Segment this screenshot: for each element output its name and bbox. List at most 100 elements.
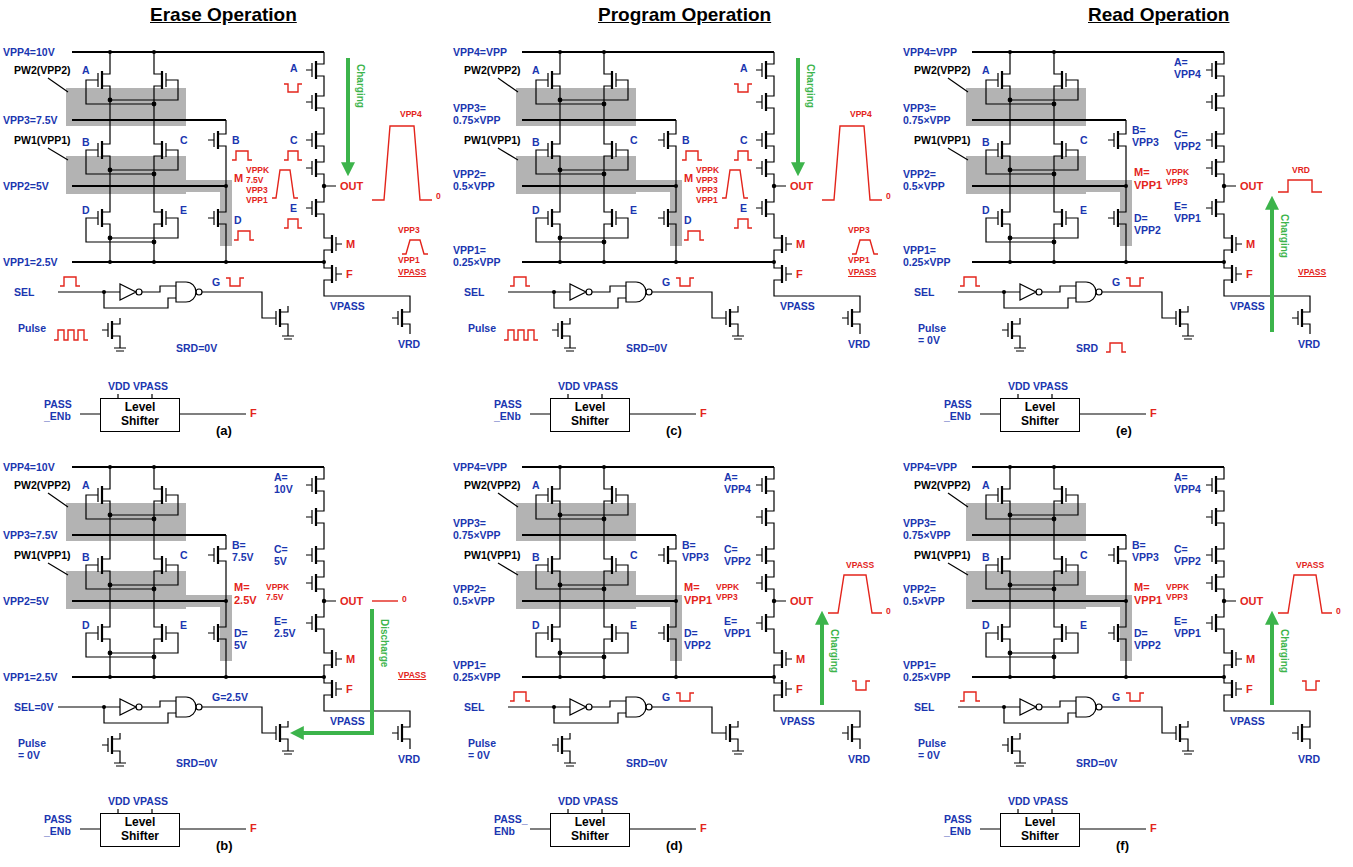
level-label: VPPK: [266, 583, 289, 593]
node-label: VPP4=VPP: [903, 46, 957, 58]
level-label: VPP3: [696, 176, 718, 186]
well-label: PW2(VPP2): [914, 479, 971, 491]
node-label: SEL: [464, 286, 484, 298]
node-label: VPP3= 0.75×VPP: [453, 517, 501, 541]
node-label: E= VPP1: [1174, 615, 1201, 639]
node-label: PASS_ ENb: [494, 813, 528, 837]
well-label: PW1(VPP1): [464, 549, 521, 561]
node-label: B= VPP3: [1132, 124, 1159, 148]
node-label: SRD=0V: [176, 342, 217, 354]
signal-label: M: [1246, 653, 1255, 666]
node-label: PASS _ENb: [944, 813, 972, 837]
box-text: Level Shifter: [121, 401, 159, 429]
level-label: VPASS: [846, 561, 874, 571]
level-label: VPASS: [398, 268, 426, 278]
node-label: VPP3= 0.75×VPP: [903, 102, 951, 126]
node-label: SEL: [464, 701, 484, 713]
node-label: VRD: [398, 753, 420, 765]
node-label: B: [82, 551, 90, 563]
node-label: E= VPP1: [1174, 200, 1201, 224]
node-label: VDD VPASS: [1008, 380, 1068, 392]
node-label: SEL: [14, 286, 34, 298]
well-label: PW1(VPP1): [914, 134, 971, 146]
node-label: E: [180, 204, 187, 216]
signal-label: F: [796, 683, 803, 696]
level-shifter-box: Level Shifter: [1000, 398, 1080, 432]
panel-caption: (c): [666, 424, 682, 439]
node-label: VPASS: [330, 300, 365, 312]
node-label: VPP3= 0.75×VPP: [903, 517, 951, 541]
signal-label: M: [346, 653, 355, 666]
node-label: SRD=0V: [626, 757, 667, 769]
level-label: VPP4: [400, 110, 422, 120]
node-label: A= VPP4: [1174, 471, 1201, 495]
box-text: Level Shifter: [571, 816, 609, 844]
signal-label: F: [1150, 407, 1157, 420]
node-label: C= VPP2: [1174, 128, 1201, 152]
node-label: C: [180, 134, 188, 146]
signal-label: OUT: [340, 180, 363, 193]
level-label: VPP3: [848, 226, 870, 236]
well-label: PW1(VPP1): [464, 134, 521, 146]
signal-label: M= VPP1: [684, 581, 712, 606]
node-label: VDD VPASS: [108, 380, 168, 392]
level-label: VPP1: [848, 256, 870, 266]
signal-label: OUT: [790, 180, 813, 193]
node-label: VPP2= 0.5×VPP: [453, 583, 495, 607]
node-label: VRD: [1298, 753, 1320, 765]
node-label: Pulse = 0V: [18, 737, 52, 761]
node-label: E: [630, 204, 637, 216]
level-shifter-box: Level Shifter: [100, 813, 180, 847]
node-label: VPP2=5V: [3, 595, 49, 607]
panel-caption: (a): [216, 424, 232, 439]
node-label: VDD VPASS: [1008, 795, 1068, 807]
node-label: A: [82, 64, 90, 76]
node-label: PASS _ENb: [44, 398, 72, 422]
level-label: VPP3: [1166, 593, 1188, 603]
node-label: A= VPP4: [724, 471, 751, 495]
panel-caption: (b): [216, 839, 233, 854]
signal-label: F: [796, 268, 803, 281]
node-label: VPP4=VPP: [903, 461, 957, 473]
node-label: SRD=0V: [626, 342, 667, 354]
node-label: D: [684, 214, 692, 226]
box-text: Level Shifter: [1021, 816, 1059, 844]
node-label: A= 10V: [274, 471, 293, 495]
node-label: B= VPP3: [682, 539, 709, 563]
node-label: VPASS: [780, 300, 815, 312]
signal-label: F: [700, 407, 707, 420]
node-label: E= VPP1: [724, 615, 751, 639]
node-label: C: [180, 549, 188, 561]
node-label: G: [212, 276, 220, 288]
level-shifter-box: Level Shifter: [100, 398, 180, 432]
signal-label: F: [346, 683, 353, 696]
node-label: E: [1080, 619, 1087, 631]
signal-label: OUT: [1240, 595, 1263, 608]
node-label: VRD: [398, 338, 420, 350]
node-label: D: [532, 619, 540, 631]
node-label: B: [532, 136, 540, 148]
level-label: VPP3: [1166, 178, 1188, 188]
node-label: E: [630, 619, 637, 631]
node-label: C: [740, 134, 748, 146]
node-label: G: [1112, 276, 1120, 288]
panel-heading: Program Operation: [598, 4, 771, 26]
level-label: VPASS: [848, 268, 876, 278]
level-label: VPPK: [1166, 583, 1189, 593]
node-label: A: [532, 479, 540, 491]
node-label: VPASS: [1230, 715, 1265, 727]
signal-label: F: [1150, 822, 1157, 835]
signal-label: M: [234, 172, 243, 185]
level-shifter-box: Level Shifter: [1000, 813, 1080, 847]
signal-label: M= 2.5V: [234, 581, 257, 606]
node-label: SRD=0V: [176, 757, 217, 769]
level-label: VPP1: [398, 256, 420, 266]
node-label: Pulse = 0V: [918, 322, 952, 346]
node-label: VPASS: [1230, 300, 1265, 312]
node-label: VPASS: [780, 715, 815, 727]
level-label: VPP1: [246, 196, 268, 206]
node-label: D: [982, 619, 990, 631]
node-label: D= 5V: [234, 627, 248, 651]
node-label: C: [290, 134, 298, 146]
